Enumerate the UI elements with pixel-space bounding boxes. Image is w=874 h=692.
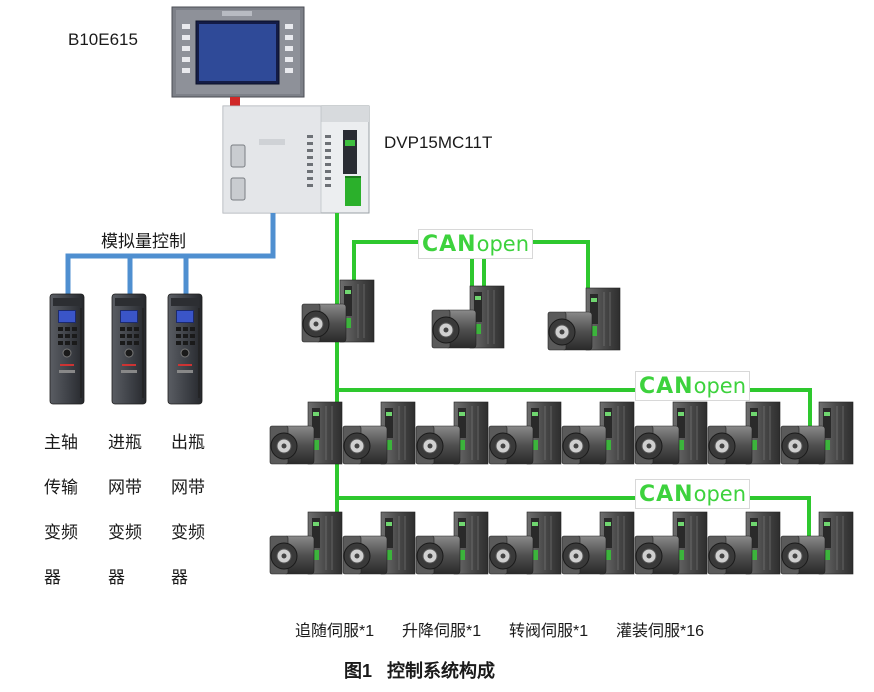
canopen-logo-can: CAN — [639, 482, 694, 507]
vfd-group — [49, 293, 203, 405]
servo-label-valve: 转阀伺服*1 — [509, 623, 589, 640]
canopen-logo-can: CAN — [639, 374, 694, 399]
servo-row-1 — [269, 401, 854, 465]
canopen-logo-can: CAN — [422, 232, 477, 257]
vfd-label-1: 主轴 传输 变频 器 — [44, 433, 78, 587]
servo-label-filling: 灌装伺服*16 — [616, 623, 705, 640]
plc-controller — [222, 105, 370, 214]
servo-label-follow: 追随伺服*1 — [295, 623, 375, 640]
vfd-label-2: 进瓶 网带 变频 器 — [108, 433, 142, 587]
canopen-logo-open: open — [693, 374, 747, 398]
servo-top-row — [301, 279, 621, 351]
canopen-logo-open: open — [693, 482, 747, 506]
analog-wiring — [65, 213, 276, 294]
plc-model-label: DVP15MC11T — [384, 133, 493, 152]
canopen-logo-open: open — [476, 232, 530, 256]
figure-caption: 图1 控制系统构成 — [344, 661, 496, 681]
analog-control-label: 模拟量控制 — [101, 232, 186, 251]
hmi-model-label: B10E615 — [68, 30, 138, 49]
servo-label-lift: 升降伺服*1 — [402, 623, 482, 640]
vfd-label-3: 出瓶 网带 变频 器 — [171, 433, 205, 587]
hmi-panel — [171, 6, 305, 106]
servo-row-2 — [269, 511, 854, 575]
